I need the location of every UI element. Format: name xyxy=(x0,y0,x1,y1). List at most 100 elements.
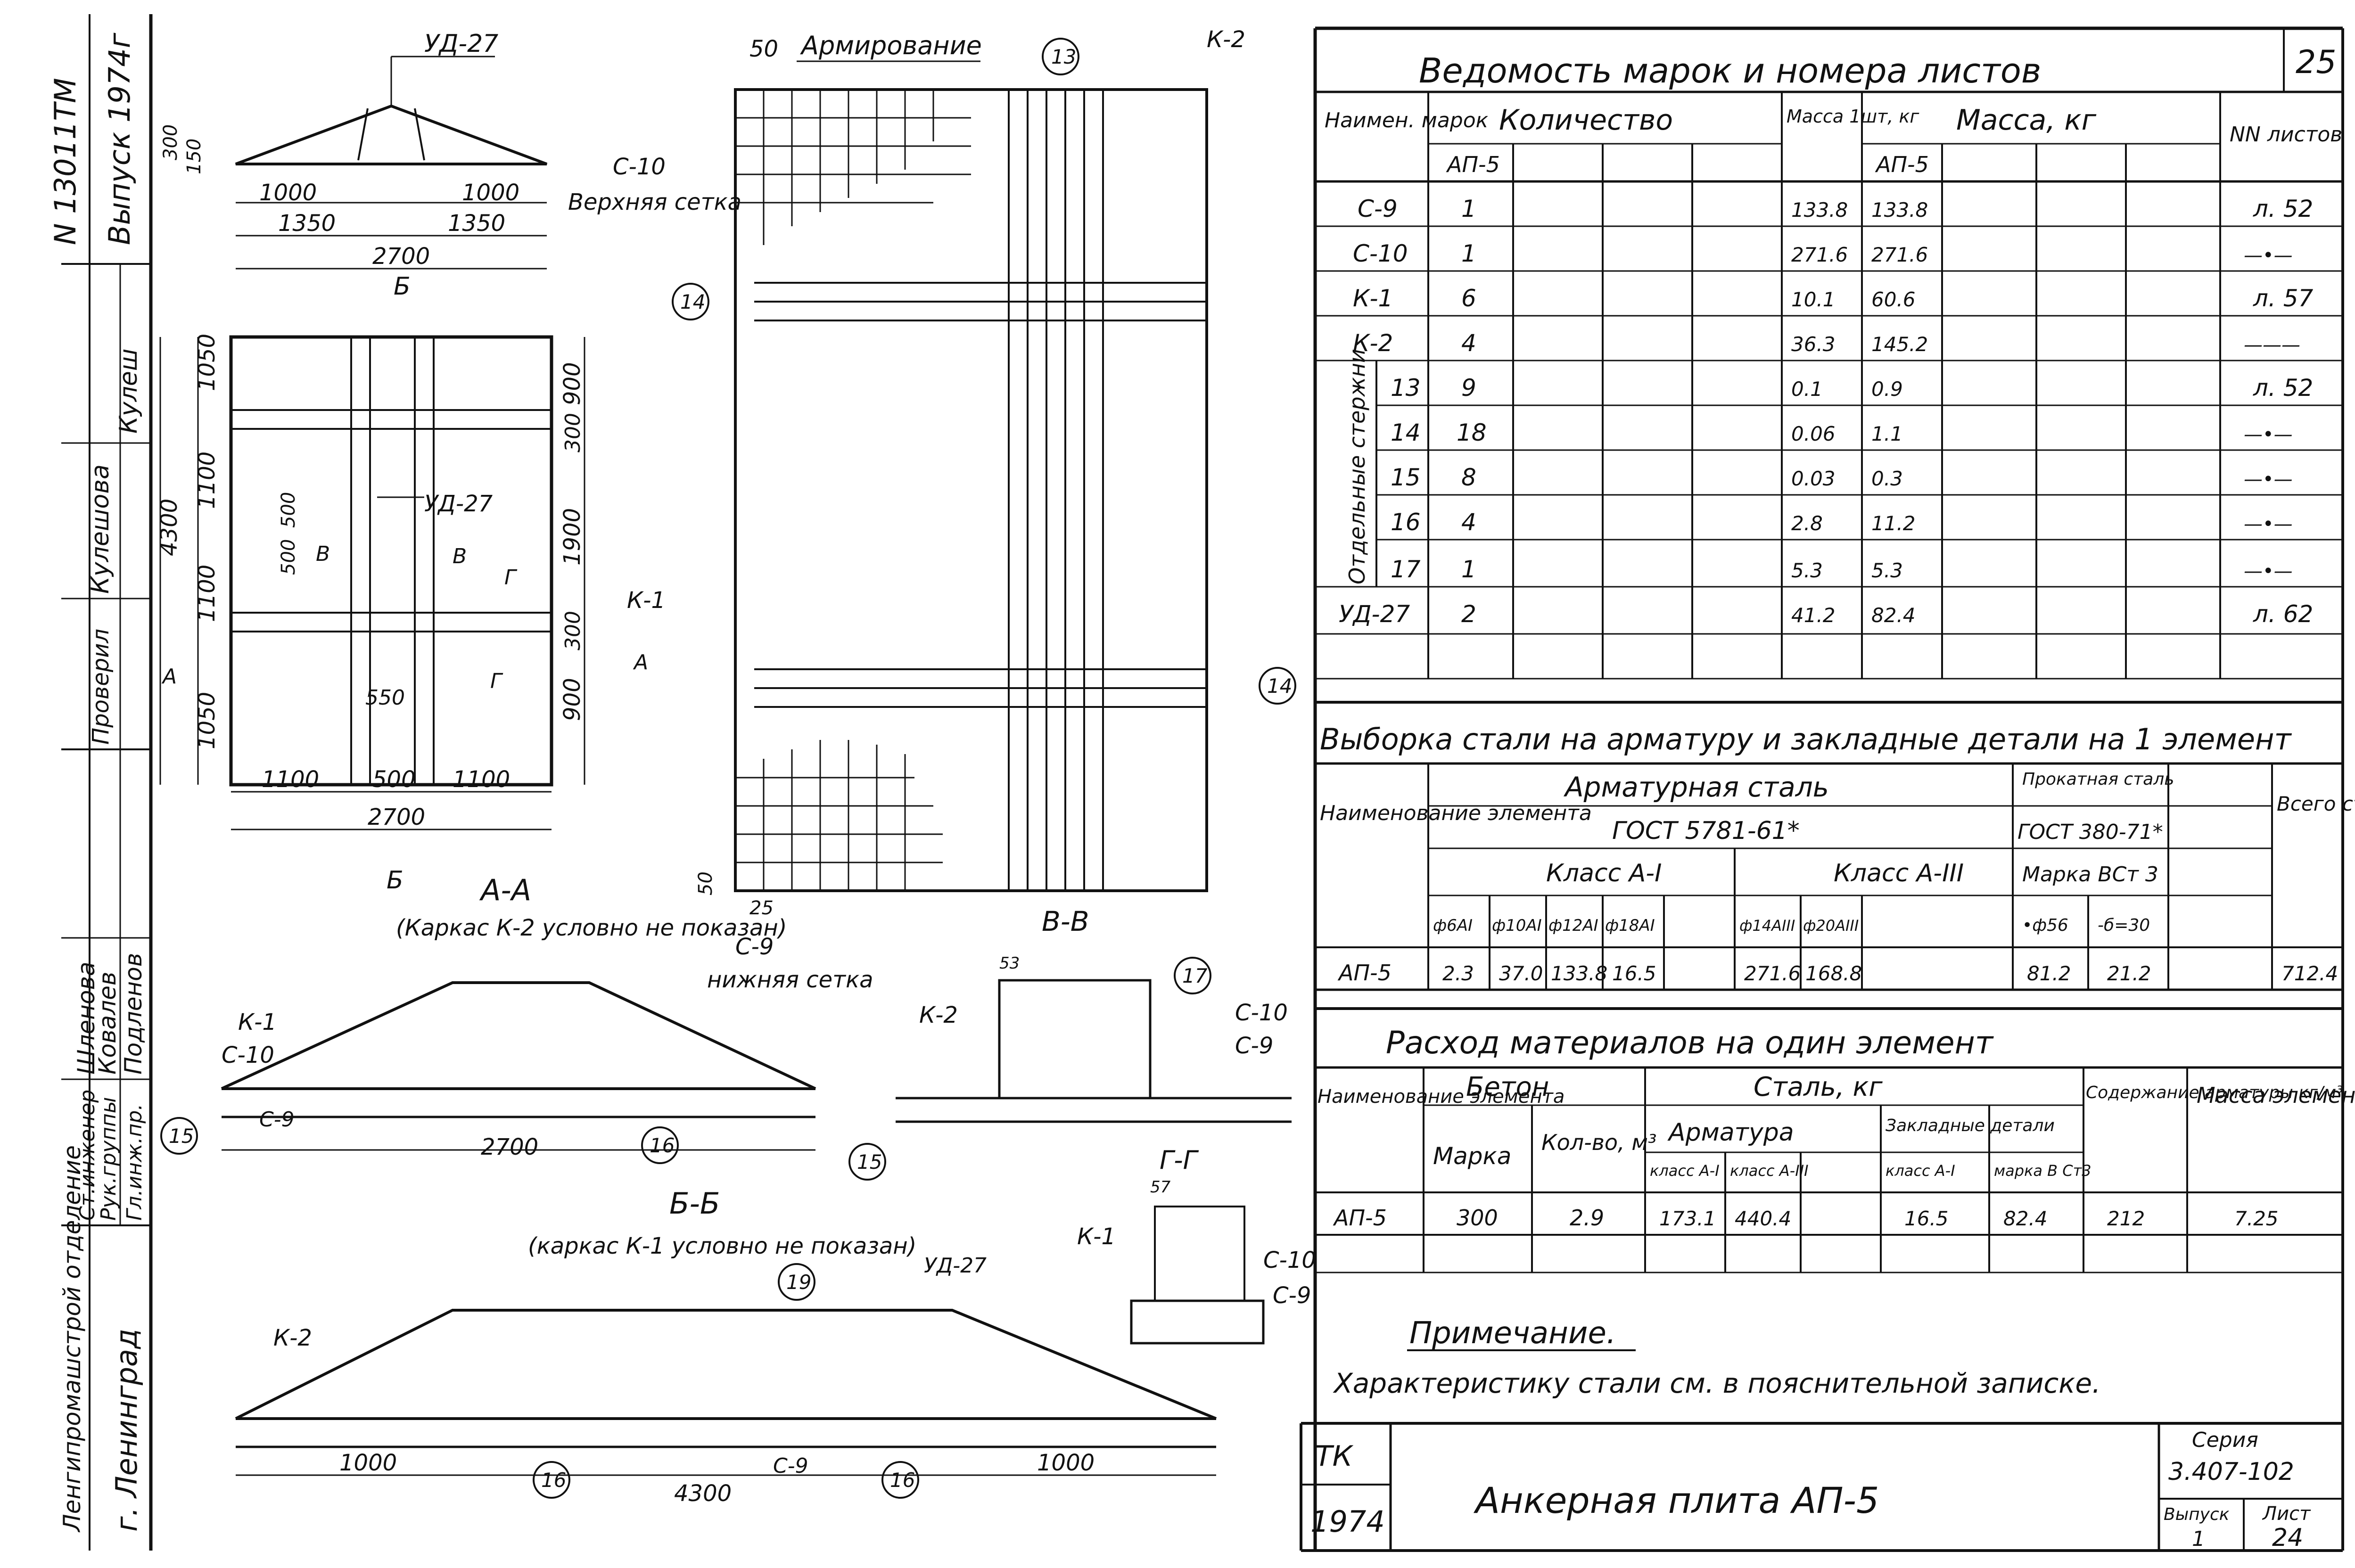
diameter-4: ф14АIII xyxy=(1739,917,1795,935)
dim-left-300: 300 xyxy=(160,124,181,160)
callout-16-bb-left-text: 16 xyxy=(541,1469,566,1492)
ud-label-plan: УД-27 xyxy=(424,491,493,517)
dim-right-900b: 900 xyxy=(559,678,585,721)
section-vv-label-c9: С-9 xyxy=(1235,1033,1273,1059)
label-c10: С-10 xyxy=(613,154,666,180)
sheet-ref: л. 52 xyxy=(2253,195,2313,222)
stamp-name-3: Подленов xyxy=(120,953,147,1075)
dim-right-1900: 1900 xyxy=(559,508,585,566)
mat-row-rebar3: 440.4 xyxy=(1735,1207,1791,1230)
steel-row-total: 712.4 xyxy=(2281,962,2338,985)
steel-col-name: Наименование элемента xyxy=(1320,801,1592,825)
title-name: Анкерная плита АП-5 xyxy=(1473,1479,1879,1521)
mark: 17 xyxy=(1391,556,1421,583)
title-sheet-label: Лист xyxy=(2262,1503,2311,1525)
stamp-role-2: Рук.группы xyxy=(97,1097,121,1221)
dim-left-1050a: 1050 xyxy=(194,334,220,391)
callout-16-aa-text: 16 xyxy=(650,1134,675,1157)
dim-right-300a: 300 xyxy=(561,413,585,452)
diameter-2: ф12АI xyxy=(1548,916,1598,935)
section-aa-label-c10: С-10 xyxy=(222,1042,274,1068)
label-bottom-mesh: нижняя сетка xyxy=(707,967,873,993)
left-stamp: N 13011ТМ Выпуск 1974г Кулеш Кулешова Пр… xyxy=(48,14,153,1551)
reinforcement-view: Армирование 50 xyxy=(568,26,1296,993)
unit-mass: 0.1 xyxy=(1791,378,1823,401)
marks-header-qty-sub: АП-5 xyxy=(1446,152,1500,177)
marks-row: УД-27 2 41.2 82.4 л. 62 xyxy=(1339,600,2313,628)
mark: К-2 xyxy=(1353,329,1393,357)
mark: К-1 xyxy=(1353,285,1393,312)
dim-top-1000a: 1000 xyxy=(259,180,317,206)
mass: 0.9 xyxy=(1871,378,1903,401)
steel-grade: Марка ВСт 3 xyxy=(2022,862,2158,887)
callout-14-top-text: 14 xyxy=(680,290,705,313)
title-issue-label: Выпуск xyxy=(2164,1505,2230,1524)
stamp-order: N 13011ТМ xyxy=(48,78,82,245)
mat-row-rebar1: 173.1 xyxy=(1659,1207,1716,1230)
dim-left-1100b: 1100 xyxy=(194,565,220,622)
mat-row-grade: 300 xyxy=(1457,1205,1498,1231)
section-mark-g-bottom: Г xyxy=(490,669,503,693)
sheet-ref: ——— xyxy=(2244,334,2300,356)
section-mark-v-left: В xyxy=(316,542,330,566)
title-tk: ТК xyxy=(1315,1440,1354,1473)
diameter-0: ф6АI xyxy=(1433,916,1473,935)
dim-top-1350b: 1350 xyxy=(448,210,505,237)
steel-row: АП-5 2.3 37.0 133.8 16.5 271.6 168.8 81.… xyxy=(1337,960,2338,985)
section-aa: А-А (Каркас К-2 условно не показан) 2700… xyxy=(160,873,886,1181)
dim-bottom-1100b: 1100 xyxy=(453,766,510,793)
diameter-1: ф10АI xyxy=(1492,916,1542,935)
mat-row-name: АП-5 xyxy=(1333,1205,1387,1231)
mark: 16 xyxy=(1391,509,1421,536)
callout-17 xyxy=(1174,957,1211,994)
reinforcement-dim-bottom-25: 25 xyxy=(749,897,774,919)
section-bb-dim-1000b: 1000 xyxy=(1037,1450,1095,1476)
dim-top-1350a: 1350 xyxy=(278,210,336,237)
unit-mass: 5.3 xyxy=(1791,559,1823,582)
section-aa-title: А-А xyxy=(479,873,531,907)
dim-overall-4300: 4300 xyxy=(156,499,182,556)
diameter-6: •ф56 xyxy=(2022,916,2068,935)
mat-row-content: 212 xyxy=(2107,1207,2145,1230)
unit-mass: 133.8 xyxy=(1791,198,1848,222)
mat-row-emb1: 16.5 xyxy=(1904,1207,1949,1230)
steel-val-1: 37.0 xyxy=(1499,962,1543,985)
title-sheet: 24 xyxy=(2272,1524,2303,1552)
callout-19-text: 19 xyxy=(786,1271,811,1294)
mat-row-volume: 2.9 xyxy=(1570,1205,1604,1231)
marks-group-label: Отдельные стержни xyxy=(1344,349,1370,584)
plan-view: 1050 1100 1100 1050 4300 900 300 1900 30… xyxy=(156,272,648,895)
marks-row: 13 9 0.1 0.9 л. 52 xyxy=(1391,374,2313,402)
callout-14-bottom-text: 14 xyxy=(1267,674,1292,698)
plan-top-view: УД-27 1000 1000 1350 1350 2700 300 150 xyxy=(160,30,548,270)
dim-top-2700: 2700 xyxy=(372,243,430,270)
section-bb: Б-Б (каркас К-1 условно не показан) 1000… xyxy=(235,1186,1217,1507)
diameter-5: ф20АIII xyxy=(1803,917,1859,935)
stamp-role-check: Проверил xyxy=(88,629,114,745)
callout-17-text: 17 xyxy=(1182,964,1208,987)
marks-row: К-2 4 36.3 145.2 ——— xyxy=(1353,329,2300,357)
steel-val-4: 271.6 xyxy=(1744,962,1801,985)
qty: 8 xyxy=(1461,464,1476,491)
steel-val-0: 2.3 xyxy=(1442,962,1474,985)
callout-15-right xyxy=(848,1143,886,1181)
materials-table-title: Расход материалов на один элемент xyxy=(1386,1025,1994,1061)
section-aa-label-k1: К-1 xyxy=(238,1009,277,1035)
stamp-city: г. Ленинград xyxy=(109,1329,144,1532)
unit-mass: 36.3 xyxy=(1791,333,1836,356)
dim-bottom-2700: 2700 xyxy=(368,804,425,830)
steel-val-2: 133.8 xyxy=(1551,962,1607,985)
sheet-ref: —•— xyxy=(2244,468,2293,490)
marks-row: К-1 6 10.1 60.6 л. 57 xyxy=(1353,285,2314,312)
qty: 4 xyxy=(1461,509,1476,536)
materials-concrete: Бетон xyxy=(1466,1072,1549,1102)
steel-table-title: Выборка стали на арматуру и закладные де… xyxy=(1320,722,2292,756)
section-gg-dims: 57 xyxy=(1150,1178,1171,1197)
label-top-mesh: Верхняя сетка xyxy=(568,189,741,215)
mark: 13 xyxy=(1391,374,1421,402)
qty: 9 xyxy=(1461,374,1476,402)
sheet-ref: —•— xyxy=(2244,560,2293,582)
materials-rebar-c3: класс А-III xyxy=(1730,1162,1809,1180)
callout-15-left-text: 15 xyxy=(169,1125,194,1148)
title-year: 1974 xyxy=(1310,1504,1385,1539)
